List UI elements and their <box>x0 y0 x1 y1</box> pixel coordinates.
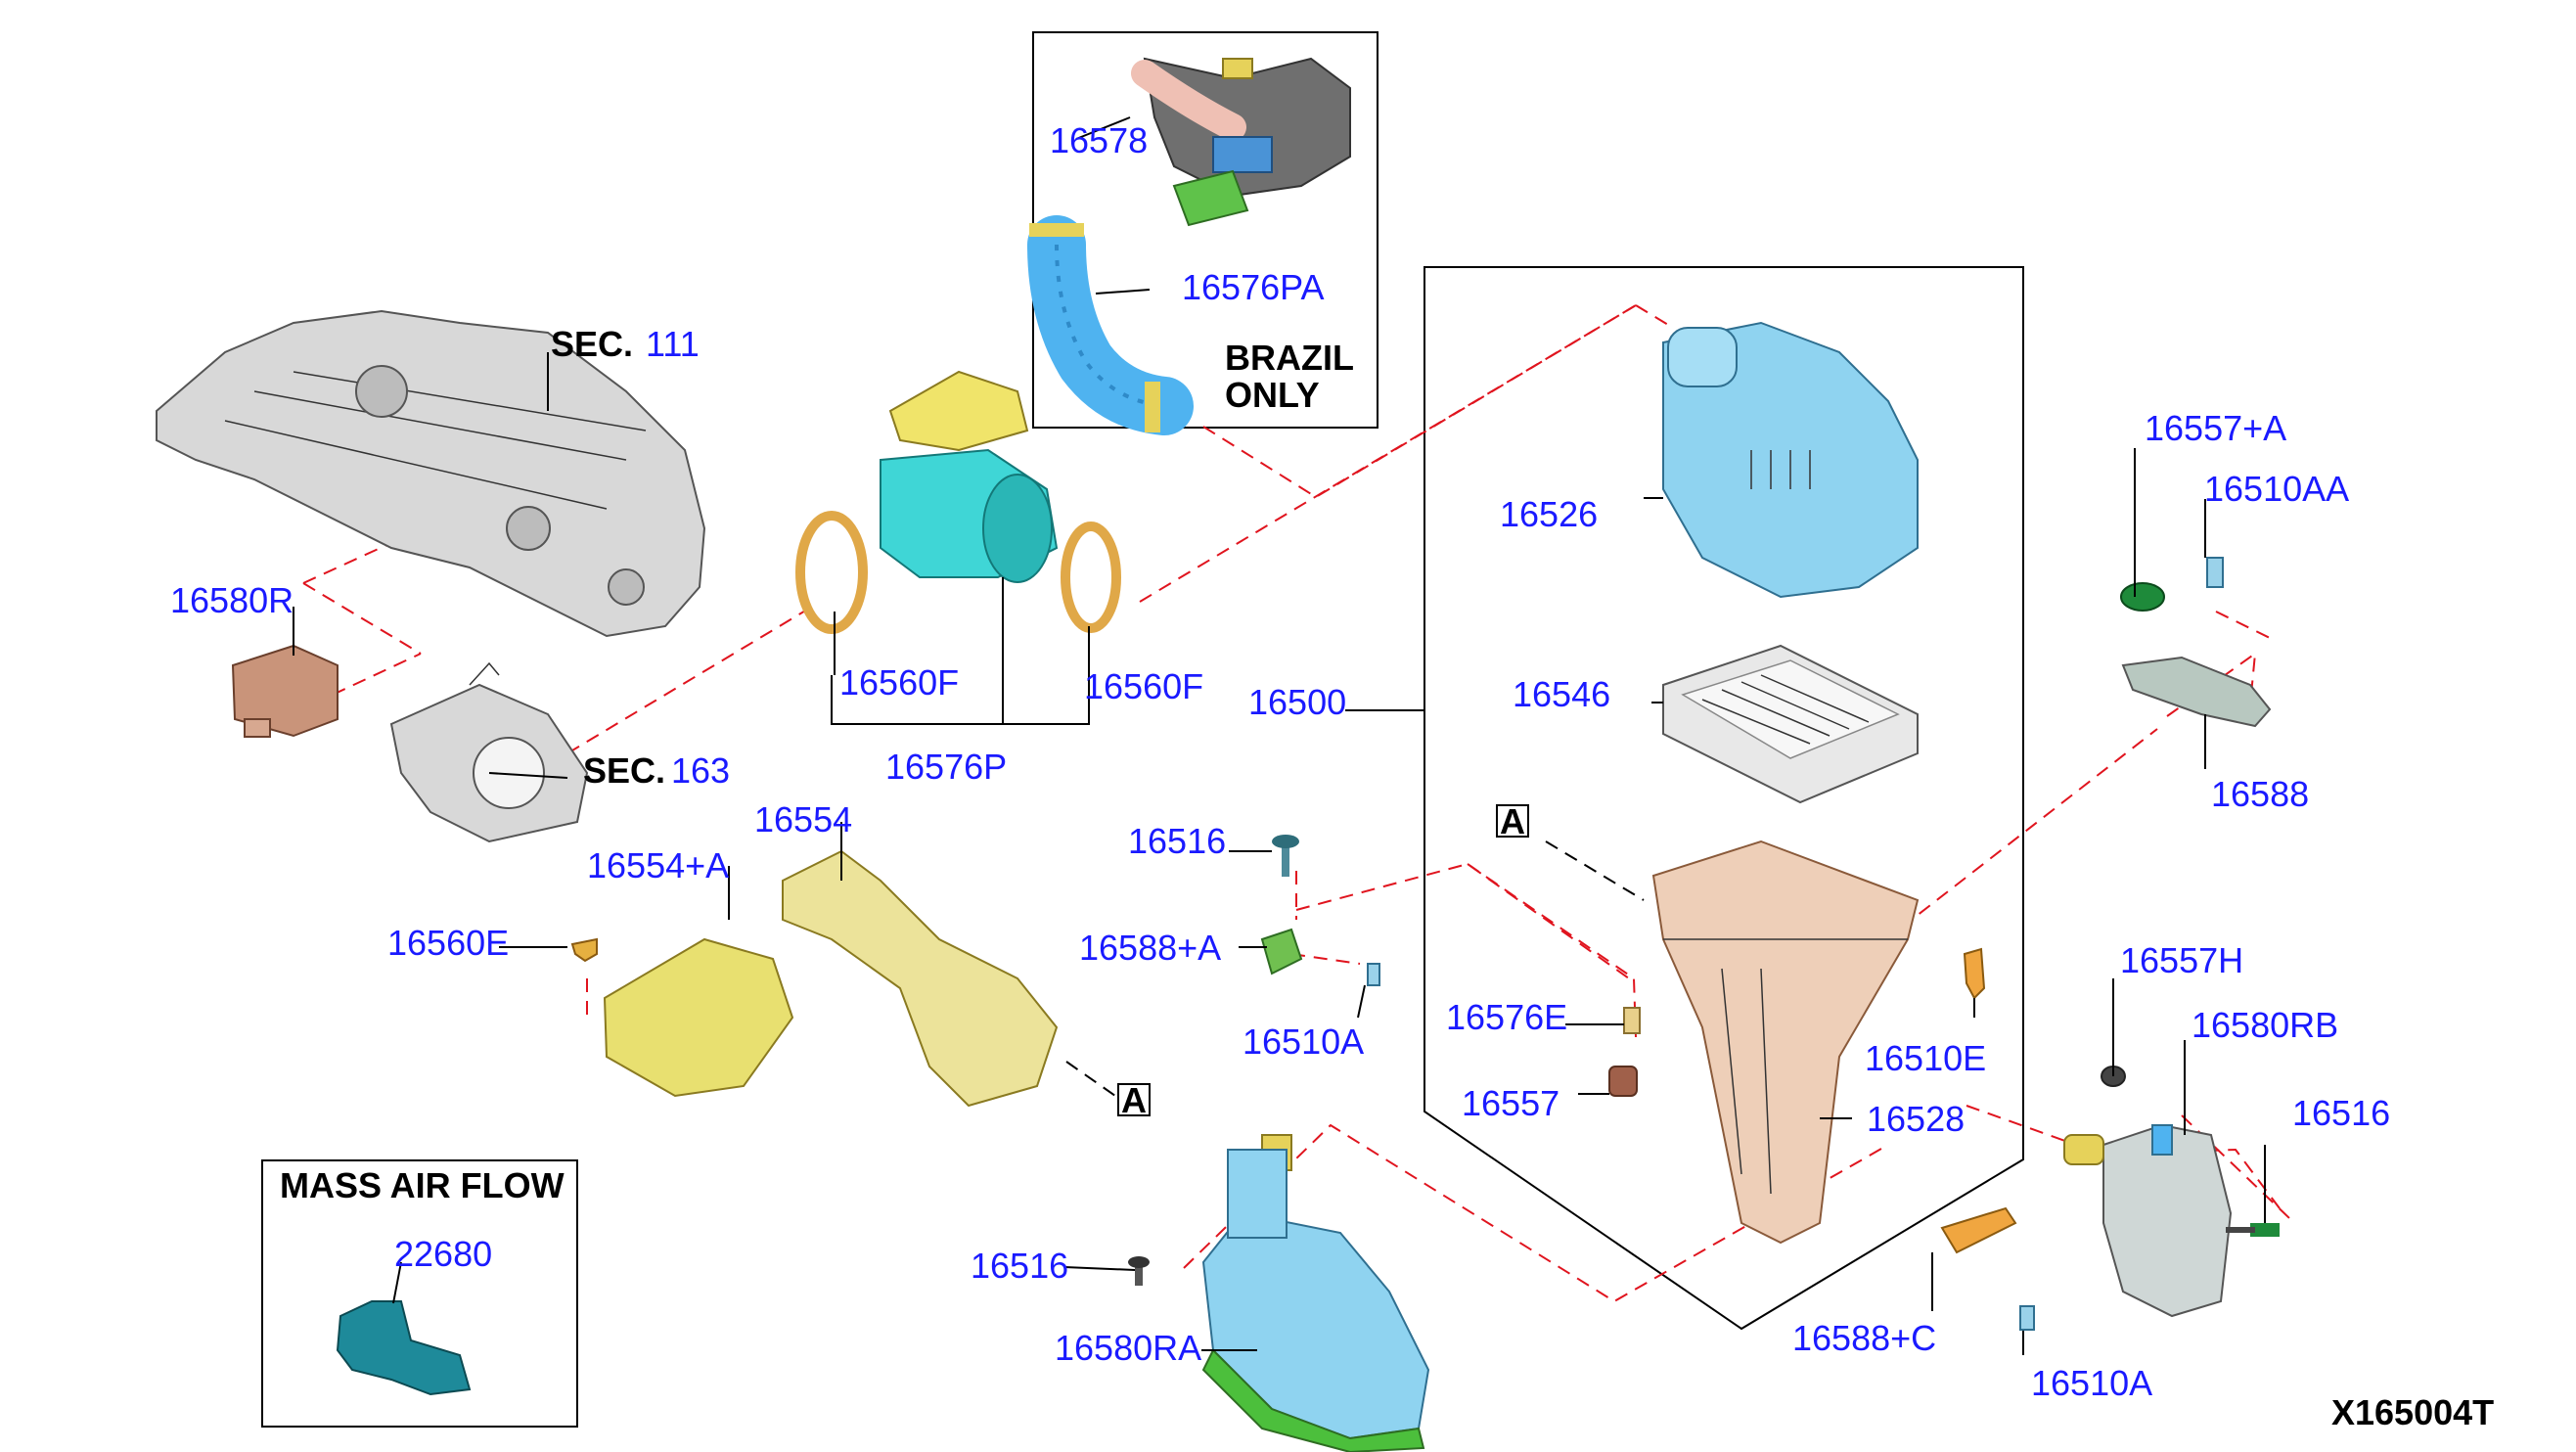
grommet-16557-part <box>1608 1066 1638 1097</box>
leader-lines <box>293 116 2266 1355</box>
brazil-only-line2: ONLY <box>1225 375 1320 415</box>
bracket-16588a-part <box>1260 928 1303 976</box>
label-16510e: 16510E <box>1865 1038 1986 1078</box>
screw-16516-low-part <box>1128 1256 1150 1286</box>
label-16557a: 16557+A <box>2145 408 2286 448</box>
pin-16576e-part <box>1623 1007 1641 1034</box>
brazil-only-line1: BRAZIL <box>1225 338 1354 378</box>
label-16500: 16500 <box>1248 682 1346 722</box>
screw-16516-right-part <box>2226 1223 2280 1237</box>
label-16510aa: 16510AA <box>2204 469 2349 509</box>
hose-16576pa-part <box>1027 215 1194 435</box>
bolt-16510a-mid-part <box>1367 963 1380 986</box>
label-22680: 22680 <box>394 1234 492 1274</box>
ref-a-box-lower <box>1117 1083 1151 1116</box>
ref-a-label-upper: A <box>1500 801 1525 841</box>
mass-air-flow-box <box>261 1159 578 1428</box>
sec-111-number: 111 <box>646 324 700 364</box>
clamp-16560f-left-part <box>795 511 868 634</box>
label-16516-right: 16516 <box>2292 1093 2390 1133</box>
intake-tube-16576p-part <box>880 370 1059 583</box>
ref-a-dash-upper <box>1545 840 1645 901</box>
resonator-16580ra-part <box>1201 1134 1430 1452</box>
label-16554a: 16554+A <box>587 845 729 885</box>
label-16560f-left: 16560F <box>839 662 959 703</box>
label-16560f-right: 16560F <box>1084 666 1203 706</box>
resonator-16580rb-part <box>2063 1123 2233 1318</box>
filter-element-16546-part <box>1662 644 1919 804</box>
intake-manifold-part <box>156 309 706 638</box>
label-16510a-low: 16510A <box>2031 1363 2152 1403</box>
diagram-id: X165004T <box>2331 1392 2494 1432</box>
bracket-16588c-part <box>1940 1206 2017 1254</box>
label-16546: 16546 <box>1513 674 1610 714</box>
sec-111-prefix: SEC. <box>551 324 633 364</box>
mass-air-flow-title: MASS AIR FLOW <box>280 1165 565 1205</box>
air-cleaner-assembly-frame <box>1424 266 2024 1331</box>
label-16554: 16554 <box>754 799 852 839</box>
label-16557: 16557 <box>1462 1083 1559 1123</box>
label-16576p: 16576P <box>885 747 1007 787</box>
label-16580r: 16580R <box>170 580 294 620</box>
ref-a-dash-lower <box>1065 1061 1116 1097</box>
label-16588a: 16588+A <box>1079 928 1221 968</box>
grommet-16557a-part <box>2120 582 2165 612</box>
throttle-body-part <box>389 661 589 843</box>
label-16528: 16528 <box>1867 1099 1965 1139</box>
ref-a-box-upper <box>1496 804 1529 838</box>
label-16560e: 16560E <box>387 923 509 963</box>
label-16576e: 16576E <box>1446 997 1567 1037</box>
label-16516-low: 16516 <box>971 1246 1068 1286</box>
bolt-16510aa-part <box>2206 557 2224 588</box>
bracket-16588-part <box>2121 656 2272 728</box>
label-16510a-mid: 16510A <box>1243 1021 1364 1062</box>
label-16580ra: 16580RA <box>1055 1328 1201 1368</box>
clamp-16560f-right-part <box>1061 522 1121 633</box>
sec-163-prefix: SEC. <box>583 750 665 791</box>
air-cleaner-case-16528-part <box>1651 839 1920 1245</box>
label-16516-top: 16516 <box>1128 821 1226 861</box>
bolt-16510a-low-part <box>2019 1305 2035 1331</box>
ref-a-label-lower: A <box>1121 1080 1147 1120</box>
label-16526: 16526 <box>1500 494 1598 534</box>
duct-cover-16554a-part <box>603 937 794 1098</box>
air-cleaner-cover-16526-part <box>1662 321 1919 599</box>
duct-16578-part <box>1131 57 1351 227</box>
mass-air-flow-sensor-22680-part <box>336 1300 472 1396</box>
label-16557h: 16557H <box>2120 940 2243 980</box>
sensor-16580r-part <box>231 644 339 738</box>
bracket-16510e-part <box>1963 947 1986 1000</box>
sec-163-number: 163 <box>671 750 730 791</box>
label-16588c: 16588+C <box>1792 1318 1936 1358</box>
label-16576pa: 16576PA <box>1182 267 1324 307</box>
screw-16516-top-part <box>1272 835 1299 877</box>
air-duct-16554-part <box>782 849 1059 1108</box>
clip-16560e-part <box>570 937 598 963</box>
label-16580rb: 16580RB <box>2192 1005 2338 1045</box>
label-16578: 16578 <box>1050 120 1148 160</box>
label-16588: 16588 <box>2211 774 2309 814</box>
